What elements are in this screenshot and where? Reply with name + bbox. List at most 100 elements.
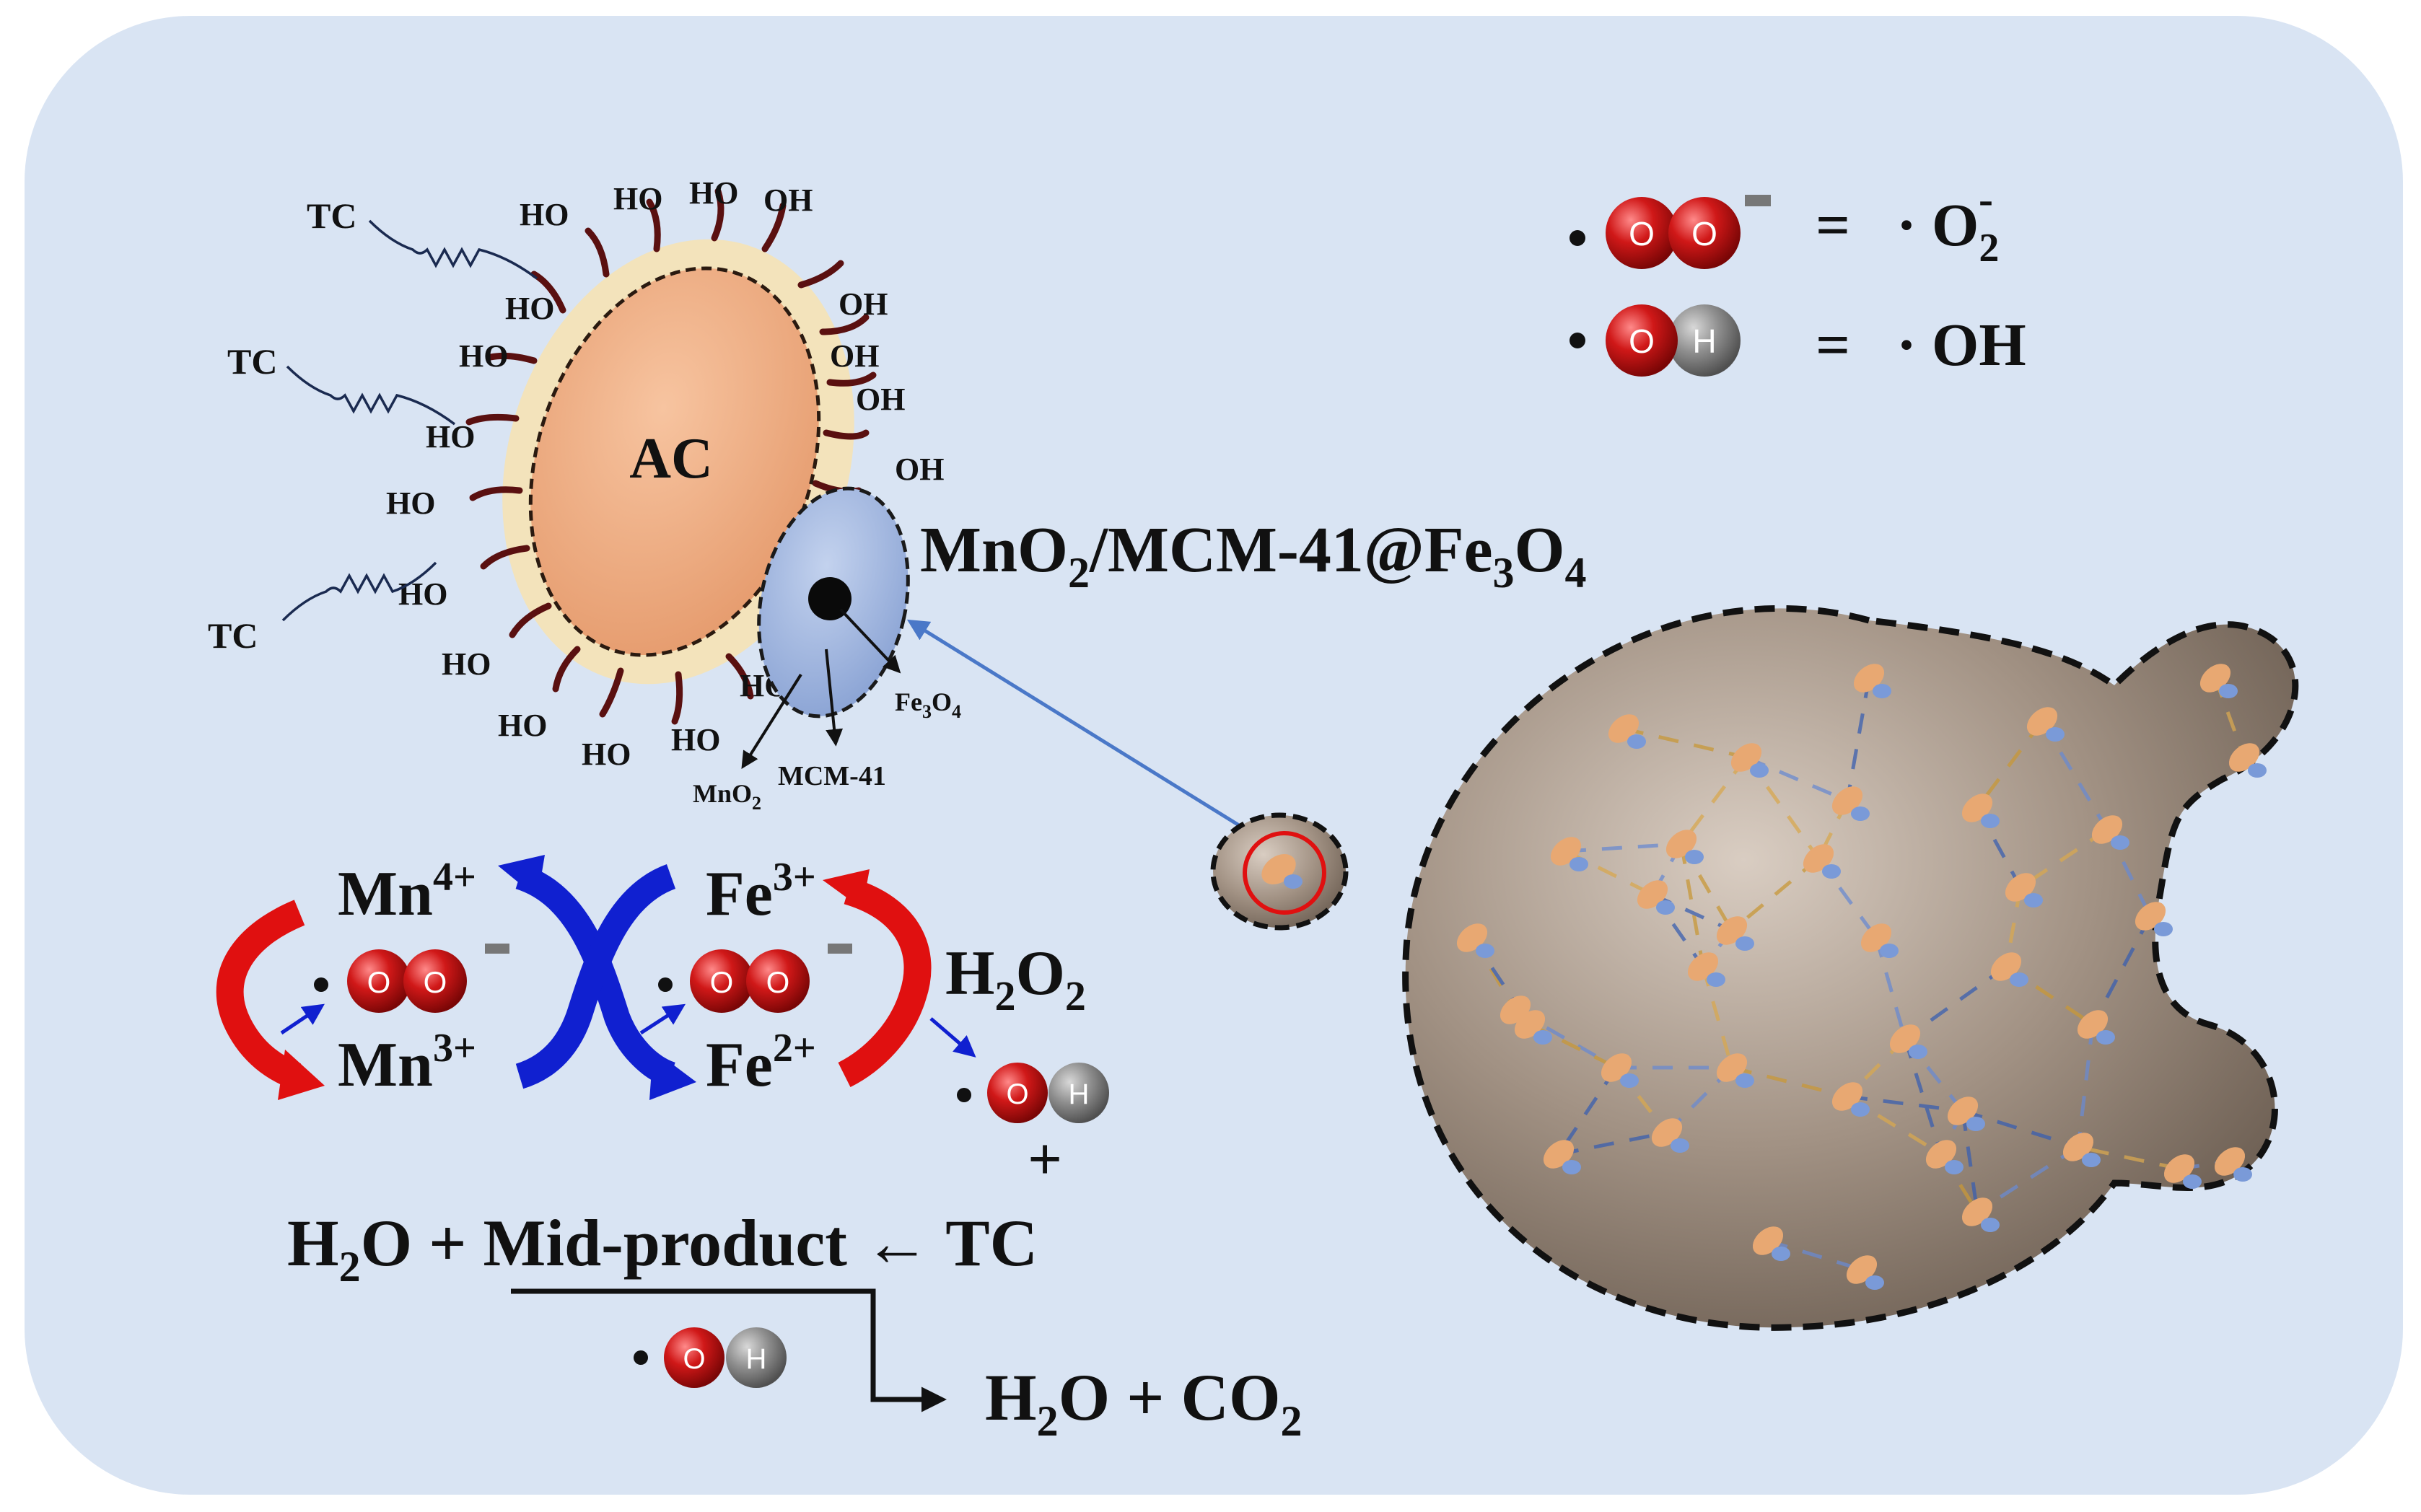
fe3o4-particle xyxy=(2082,1153,2101,1167)
fe3o4-particle xyxy=(1873,684,1891,698)
ho-label: HO xyxy=(398,576,447,612)
blue-small-arrow xyxy=(280,1003,325,1035)
fe3o4-particle xyxy=(1945,1160,1963,1174)
atom-label: O xyxy=(1629,215,1655,252)
hydroxyl-labels: HO HO HO OH HO OH HO OH OH HO OH HO HO H… xyxy=(386,175,944,772)
ho-label: HO xyxy=(689,175,738,211)
reaction-equation: H2O + Mid-product ← TC xyxy=(287,1206,1038,1291)
fe3o4-particle xyxy=(2096,1030,2115,1045)
hydrogen-atom xyxy=(1048,1063,1109,1123)
nanoparticle xyxy=(1803,844,1841,879)
nanoparticle-blue xyxy=(1284,874,1303,889)
nanoparticle xyxy=(2005,873,2043,907)
nanoparticle xyxy=(1637,880,1675,915)
fe3o4-particle xyxy=(1966,1117,1985,1131)
fe3o4-particle xyxy=(2233,1167,2252,1182)
nanoparticle xyxy=(1947,1096,1985,1131)
fe3o4-particle xyxy=(1533,1030,1552,1045)
blue-small-arrow xyxy=(639,1003,686,1035)
nanoparticle xyxy=(2214,1147,2252,1182)
redox-cycle: Mn4+ Mn3+ Fe3+ Fe2+ O O O O H2O2 H O + xyxy=(216,855,1109,1193)
fe3o4-particle xyxy=(2154,922,2173,936)
mesh-line xyxy=(1730,857,1820,932)
nanoparticle xyxy=(1514,1010,1552,1045)
mn4-ion: Mn4+ xyxy=(338,855,476,929)
ac-label: AC xyxy=(629,427,713,491)
blue-small-arrow xyxy=(929,1017,976,1058)
oh-label: OH xyxy=(763,183,813,218)
fe3o4-particle xyxy=(1570,857,1588,871)
product-arrow xyxy=(511,1288,947,1412)
nanoparticle xyxy=(1730,743,1769,778)
fe3o4-particle xyxy=(2046,727,2065,742)
mno2-pointer xyxy=(741,673,802,770)
nanoparticle xyxy=(2062,1133,2101,1167)
mesh-line xyxy=(1557,1066,1619,1156)
atom-label: H xyxy=(746,1343,767,1375)
oh-label: OH xyxy=(830,338,879,374)
fe3o4-particle xyxy=(1627,734,1646,749)
fe3o4-particle xyxy=(1620,1073,1639,1088)
ac-core xyxy=(528,266,821,657)
nanoparticle xyxy=(2228,743,2267,778)
hydroxyl-tails xyxy=(465,188,877,725)
nanoparticle xyxy=(1608,714,1646,749)
ho-label: HO xyxy=(613,181,662,216)
atom-label: O xyxy=(710,965,734,999)
oh-label: OH xyxy=(856,382,905,417)
mesh-line xyxy=(1701,966,1734,1068)
nanoparticle xyxy=(1687,952,1725,987)
fe3o4-particle xyxy=(2010,972,2028,987)
negative-charge-bar xyxy=(828,944,852,954)
fe3o4-particle xyxy=(1562,1160,1581,1174)
oxygen-atom xyxy=(987,1063,1048,1123)
mesh-line xyxy=(1976,1145,2080,1214)
radical-dot xyxy=(634,1350,648,1365)
blue-arrowhead-up xyxy=(498,855,545,898)
nanoparticle xyxy=(1860,923,1899,958)
oxygen-atom xyxy=(1606,304,1678,377)
fe3o4-particle xyxy=(1750,763,1769,778)
fe3o4-pointer xyxy=(839,608,901,674)
blue-arrow-down xyxy=(515,863,676,1088)
fe3o4-particle xyxy=(1476,944,1494,958)
fe3o4-particle xyxy=(1865,1275,1884,1290)
red-arrowhead-mn xyxy=(278,1050,325,1100)
nanoparticle xyxy=(1853,664,1891,698)
fe3o4-particle xyxy=(1851,806,1870,821)
oxygen-atom xyxy=(690,949,753,1013)
equals-sign: = xyxy=(1816,192,1850,259)
fe3o4-particle xyxy=(2248,763,2267,778)
fe3o4-particle xyxy=(1685,850,1704,864)
nanoparticle xyxy=(1889,1024,1927,1059)
radical-dot xyxy=(1570,230,1585,246)
nanoparticle xyxy=(1716,916,1754,951)
mesh-line xyxy=(1680,756,1748,845)
fe3o4-particle xyxy=(1656,900,1675,915)
radical-dot xyxy=(658,977,673,992)
radical-dot xyxy=(1570,333,1585,348)
ho-label: HO xyxy=(671,722,720,757)
mesh-line xyxy=(2019,827,2109,889)
mesh-line xyxy=(1976,720,2044,809)
fe3o4-particle xyxy=(1981,1218,2000,1232)
oxygen-atom xyxy=(664,1327,724,1388)
composite-particle: Fe3O4 MCM-41 MnO2 xyxy=(693,486,961,814)
mesh-line xyxy=(1961,1110,1979,1213)
equals-sign: = xyxy=(1816,312,1850,379)
nanoparticle xyxy=(1846,1255,1884,1290)
radical-dot xyxy=(957,1088,971,1102)
large-sphere xyxy=(1402,605,2299,1331)
fe3o4-particle xyxy=(1772,1247,1790,1261)
ho-label: HO xyxy=(520,197,569,232)
atom-label: O xyxy=(1691,215,1717,252)
oxygen-atom xyxy=(1606,197,1678,269)
tc-chains xyxy=(281,219,538,622)
atom-label: O xyxy=(766,965,790,999)
degradation-reaction: H2O + Mid-product ← TC H O H2O + CO2 xyxy=(287,1206,1303,1445)
mesh-line xyxy=(1767,1239,1862,1272)
red-arrow-fe xyxy=(838,877,932,1087)
fe3o4-particle xyxy=(1735,1073,1754,1088)
fe3o4-particle xyxy=(1671,1138,1689,1153)
ho-label: HO xyxy=(498,708,547,743)
